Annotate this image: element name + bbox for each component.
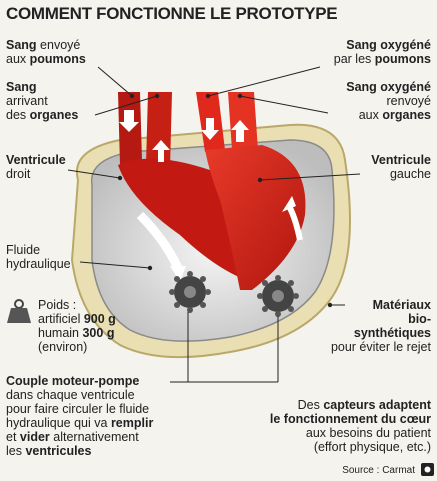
source-credit: Source : Carmat <box>342 465 415 476</box>
label-materiaux: Matériaux bio- synthétiques pour éviter … <box>330 298 431 354</box>
label-poids: Poids : artificiel 900 g humain 300 g (e… <box>38 298 116 354</box>
label-fluide: Fluide hydraulique <box>6 243 71 271</box>
motor-pump-right <box>257 275 299 317</box>
left-ventricle <box>205 145 306 290</box>
motor-pump-left <box>169 271 211 313</box>
label-ventricule-droit: Ventricule droit <box>6 153 66 181</box>
label-sang-arrivant: Sang arrivant des organes <box>6 80 79 122</box>
right-ventricle <box>118 158 246 280</box>
label-sang-envoye: Sang envoyé aux poumons <box>6 38 86 66</box>
publisher-logo-icon <box>421 463 434 476</box>
label-sang-oxy-organes: Sang oxygéné renvoyé aux organes <box>346 80 431 122</box>
flow-arrows <box>119 110 303 282</box>
label-ventricule-gauche: Ventricule gauche <box>371 153 431 181</box>
label-couple: Couple moteur-pompe dans chaque ventricu… <box>6 374 154 458</box>
label-sang-oxy-poumons: Sang oxygéné par les poumons <box>333 38 431 66</box>
vessel-right-2 <box>228 92 258 150</box>
label-capteurs: Des capteurs adaptent le fonctionnement … <box>269 398 431 454</box>
page-title: COMMENT FONCTIONNE LE PROTOTYPE <box>6 4 338 23</box>
callout-lines <box>67 66 361 383</box>
weight-icon <box>7 299 31 323</box>
